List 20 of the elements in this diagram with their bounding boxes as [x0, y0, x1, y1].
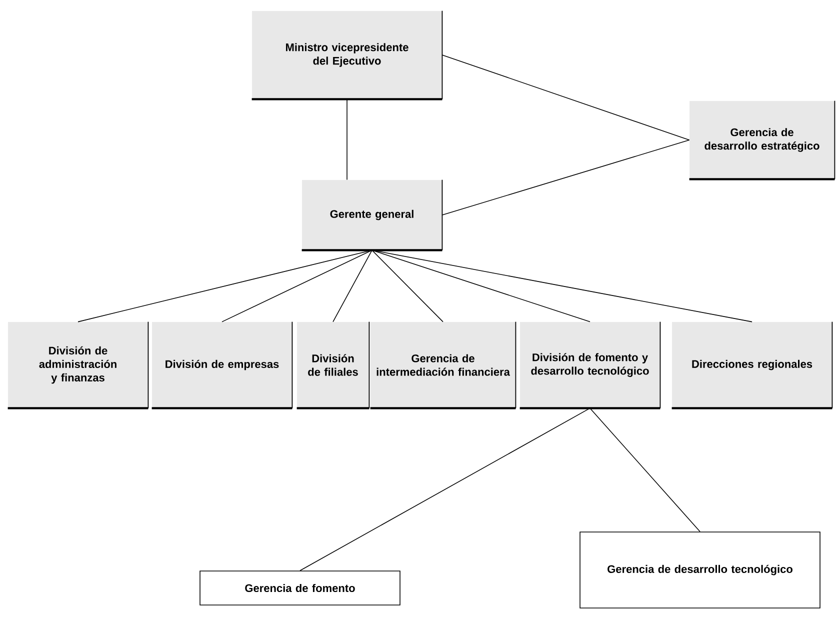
org-box: Gerente general — [302, 179, 443, 252]
org-box: División de administración y finanzas — [8, 321, 149, 410]
org-box: Gerencia de desarrollo tecnológico — [580, 532, 820, 608]
connector-line — [78, 250, 372, 322]
connector-line — [590, 408, 700, 532]
connector-line — [372, 250, 590, 322]
connector-line — [442, 54, 690, 140]
org-box: Direcciones regionales — [672, 321, 833, 410]
org-box: División de filiales — [296, 321, 370, 410]
connector-line — [442, 140, 690, 216]
connector-line — [332, 250, 372, 322]
connector-line — [222, 250, 372, 322]
org-box: Gerencia de fomento — [200, 570, 400, 606]
org-box: División de fomento y desarrollo tecnológico — [520, 321, 661, 410]
org-box: Gerencia de desarrollo estratégico — [689, 100, 836, 180]
org-box: División de empresas — [152, 321, 293, 410]
org-box: Ministro vicepresidente del Ejecutivo — [252, 10, 443, 100]
connector-line — [300, 408, 590, 571]
connector-line — [372, 250, 444, 322]
connector-line — [346, 98, 348, 180]
